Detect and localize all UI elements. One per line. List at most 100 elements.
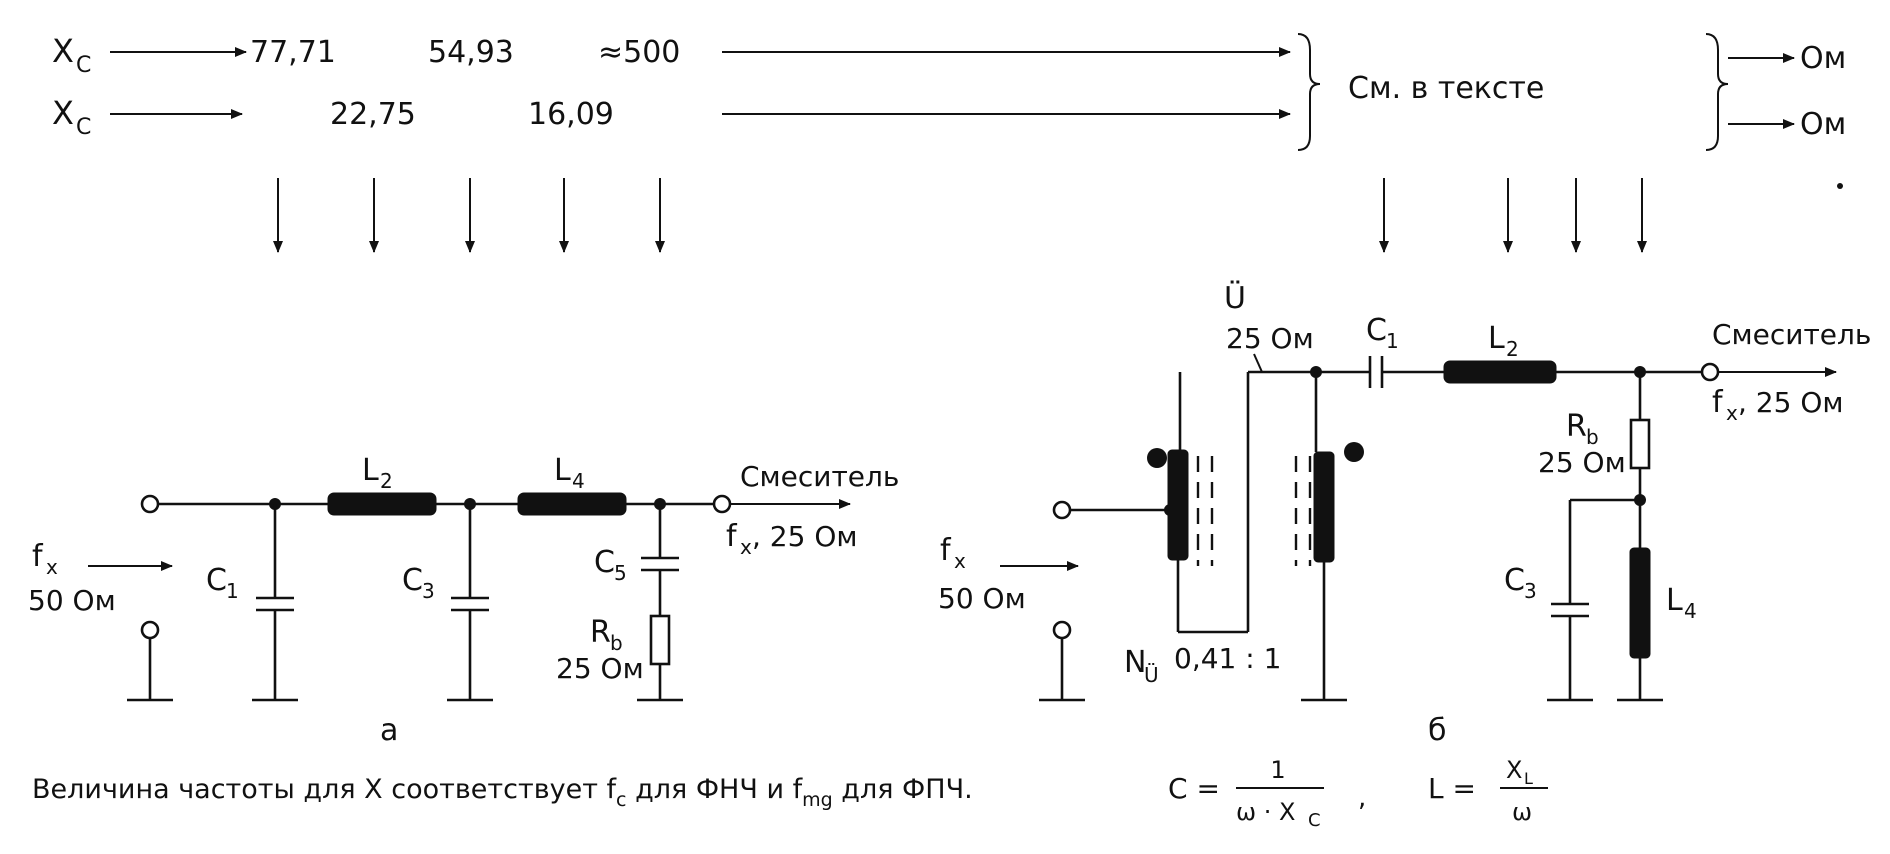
resistor-rb-a — [649, 614, 671, 666]
footer-text-3: для ФПЧ. — [833, 774, 973, 805]
input-terminal-top-b — [1052, 500, 1072, 520]
row1-value-1: 77,71 — [250, 35, 336, 70]
circuit-b: f x 50 Ом Ü 25 Ом C 1 L 2 Смеситель f x … — [938, 280, 1871, 748]
label-fx-out-a: f — [726, 519, 738, 554]
footer-text-1: Величина частоты для X соответствует — [32, 774, 607, 805]
footer-fc: f — [607, 774, 618, 805]
label-c3-a: C — [402, 563, 423, 598]
capacitor-c5-a — [641, 504, 679, 616]
row1-value-3: ≈500 — [598, 35, 680, 70]
label-fx-in-a-sub: x — [46, 555, 58, 579]
down-arrows — [273, 178, 1647, 253]
formula-c-num: 1 — [1270, 756, 1285, 784]
row1-value-2: 54,93 — [428, 35, 514, 70]
input-terminal-bottom-b — [1052, 620, 1072, 640]
label-rb-b-sub: b — [1586, 425, 1599, 449]
inductor-l4-a — [517, 492, 627, 516]
label-u: Ü — [1224, 280, 1246, 316]
label-c1-b: C — [1366, 313, 1387, 348]
label-c3-b-sub: 3 — [1524, 579, 1537, 603]
label-50om-b: 50 Ом — [938, 582, 1026, 615]
label-c3-a-sub: 3 — [422, 579, 435, 603]
formula-l-num-sub: L — [1524, 769, 1533, 788]
label-rb-val-a: 25 Ом — [556, 652, 644, 685]
label-c1-b-sub: 1 — [1386, 329, 1399, 353]
label-rb-b: R — [1566, 409, 1587, 444]
label-c3-b: C — [1504, 563, 1525, 598]
footer: Величина частоты для X соответствует fc … — [32, 756, 1548, 831]
formula-comma: , — [1358, 783, 1366, 813]
label-l2-a: L — [362, 453, 379, 488]
row2-unit: Ом — [1800, 107, 1846, 142]
label-out-imp-a: , 25 Ом — [752, 520, 858, 553]
caption-a: а — [380, 713, 398, 748]
label-n-ratio-sub: Ü — [1144, 663, 1159, 687]
label-l2-a-sub: 2 — [380, 469, 393, 493]
output-terminal-b — [1700, 362, 1720, 382]
row2-value-1: 22,75 — [330, 97, 416, 132]
label-out-imp-b: , 25 Ом — [1738, 386, 1844, 419]
label-25om-u: 25 Ом — [1226, 322, 1314, 355]
formula-l-den: ω — [1512, 798, 1532, 826]
label-fx-out-b: f — [1712, 385, 1724, 420]
label-rb-a-sub: b — [610, 631, 623, 655]
label-c5-a-sub: 5 — [614, 561, 627, 585]
label-fx-out-b-sub: x — [1726, 401, 1738, 425]
circuit-a: f x 50 Ом C 1 L 2 C 3 L 4 C 5 R b 25 Ом … — [28, 453, 899, 748]
label-l2-b: L — [1488, 321, 1505, 356]
xc-row1-symbol: X — [52, 32, 74, 70]
footer-fc-sub: c — [616, 789, 626, 811]
label-c1-a-sub: 1 — [226, 579, 239, 603]
label-l4-a: L — [554, 453, 571, 488]
label-l4-b-sub: 4 — [1684, 599, 1697, 623]
footer-text-2: для ФНЧ и — [626, 774, 792, 805]
label-l4-a-sub: 4 — [572, 469, 585, 493]
row1-unit: Ом — [1800, 41, 1846, 76]
label-mixer-a: Смеситель — [740, 460, 899, 493]
footer-fmg-sub: mg — [802, 789, 833, 811]
footer-fmg: f — [793, 774, 804, 805]
brace-right — [1705, 33, 1729, 151]
label-n-ratio: N — [1124, 645, 1146, 680]
footer-text: Величина частоты для X соответствует fc … — [32, 774, 973, 811]
header: X C 77,71 54,93 ≈500 X C 22,75 16,09 См.… — [52, 32, 1846, 253]
capacitor-c1-a — [252, 504, 298, 702]
inductor-l2-a — [327, 492, 437, 516]
input-terminal-top-a — [140, 494, 160, 514]
label-fx-out-a-sub: x — [740, 535, 752, 559]
capacitor-c3-a — [447, 504, 493, 702]
label-c1-a: C — [206, 563, 227, 598]
label-fx-in-b-sub: x — [954, 549, 966, 573]
caption-b: б — [1428, 713, 1447, 748]
label-mixer-b: Смеситель — [1712, 318, 1871, 351]
brace-left — [1297, 33, 1321, 151]
label-fx-in-b: f — [940, 533, 952, 568]
resistor-rb-b — [1629, 418, 1651, 470]
formula-c-den-sub: C — [1308, 810, 1321, 831]
label-ratio-value: 0,41 : 1 — [1174, 642, 1281, 675]
xc-row1-sub: C — [76, 53, 91, 78]
formula-l-lhs: L = — [1428, 772, 1476, 805]
row2-value-2: 16,09 — [528, 97, 614, 132]
formula-c-den: ω · X — [1236, 798, 1295, 826]
label-rb-a: R — [590, 615, 611, 650]
inductor-l4-b — [1629, 547, 1651, 659]
formula-l-num: X — [1506, 756, 1522, 784]
xc-row2-symbol: X — [52, 94, 74, 132]
capacitor-c3-b — [1547, 498, 1640, 702]
xc-row2-sub: C — [76, 115, 91, 140]
inductor-l2-b — [1443, 360, 1557, 384]
label-50om-a: 50 Ом — [28, 584, 116, 617]
capacitor-c1-b — [1368, 356, 1384, 388]
label-l2-b-sub: 2 — [1506, 337, 1519, 361]
input-terminal-bottom-a — [140, 620, 160, 640]
label-fx-in-a: f — [32, 539, 44, 574]
stray-dot — [1837, 183, 1843, 189]
brace-text: См. в тексте — [1348, 71, 1544, 106]
label-l4-b: L — [1666, 583, 1683, 618]
transformer-ratio — [1147, 372, 1364, 634]
output-terminal-a — [712, 494, 732, 514]
label-rb-val-b: 25 Ом — [1538, 446, 1626, 479]
formula-c-lhs: C = — [1168, 772, 1220, 805]
